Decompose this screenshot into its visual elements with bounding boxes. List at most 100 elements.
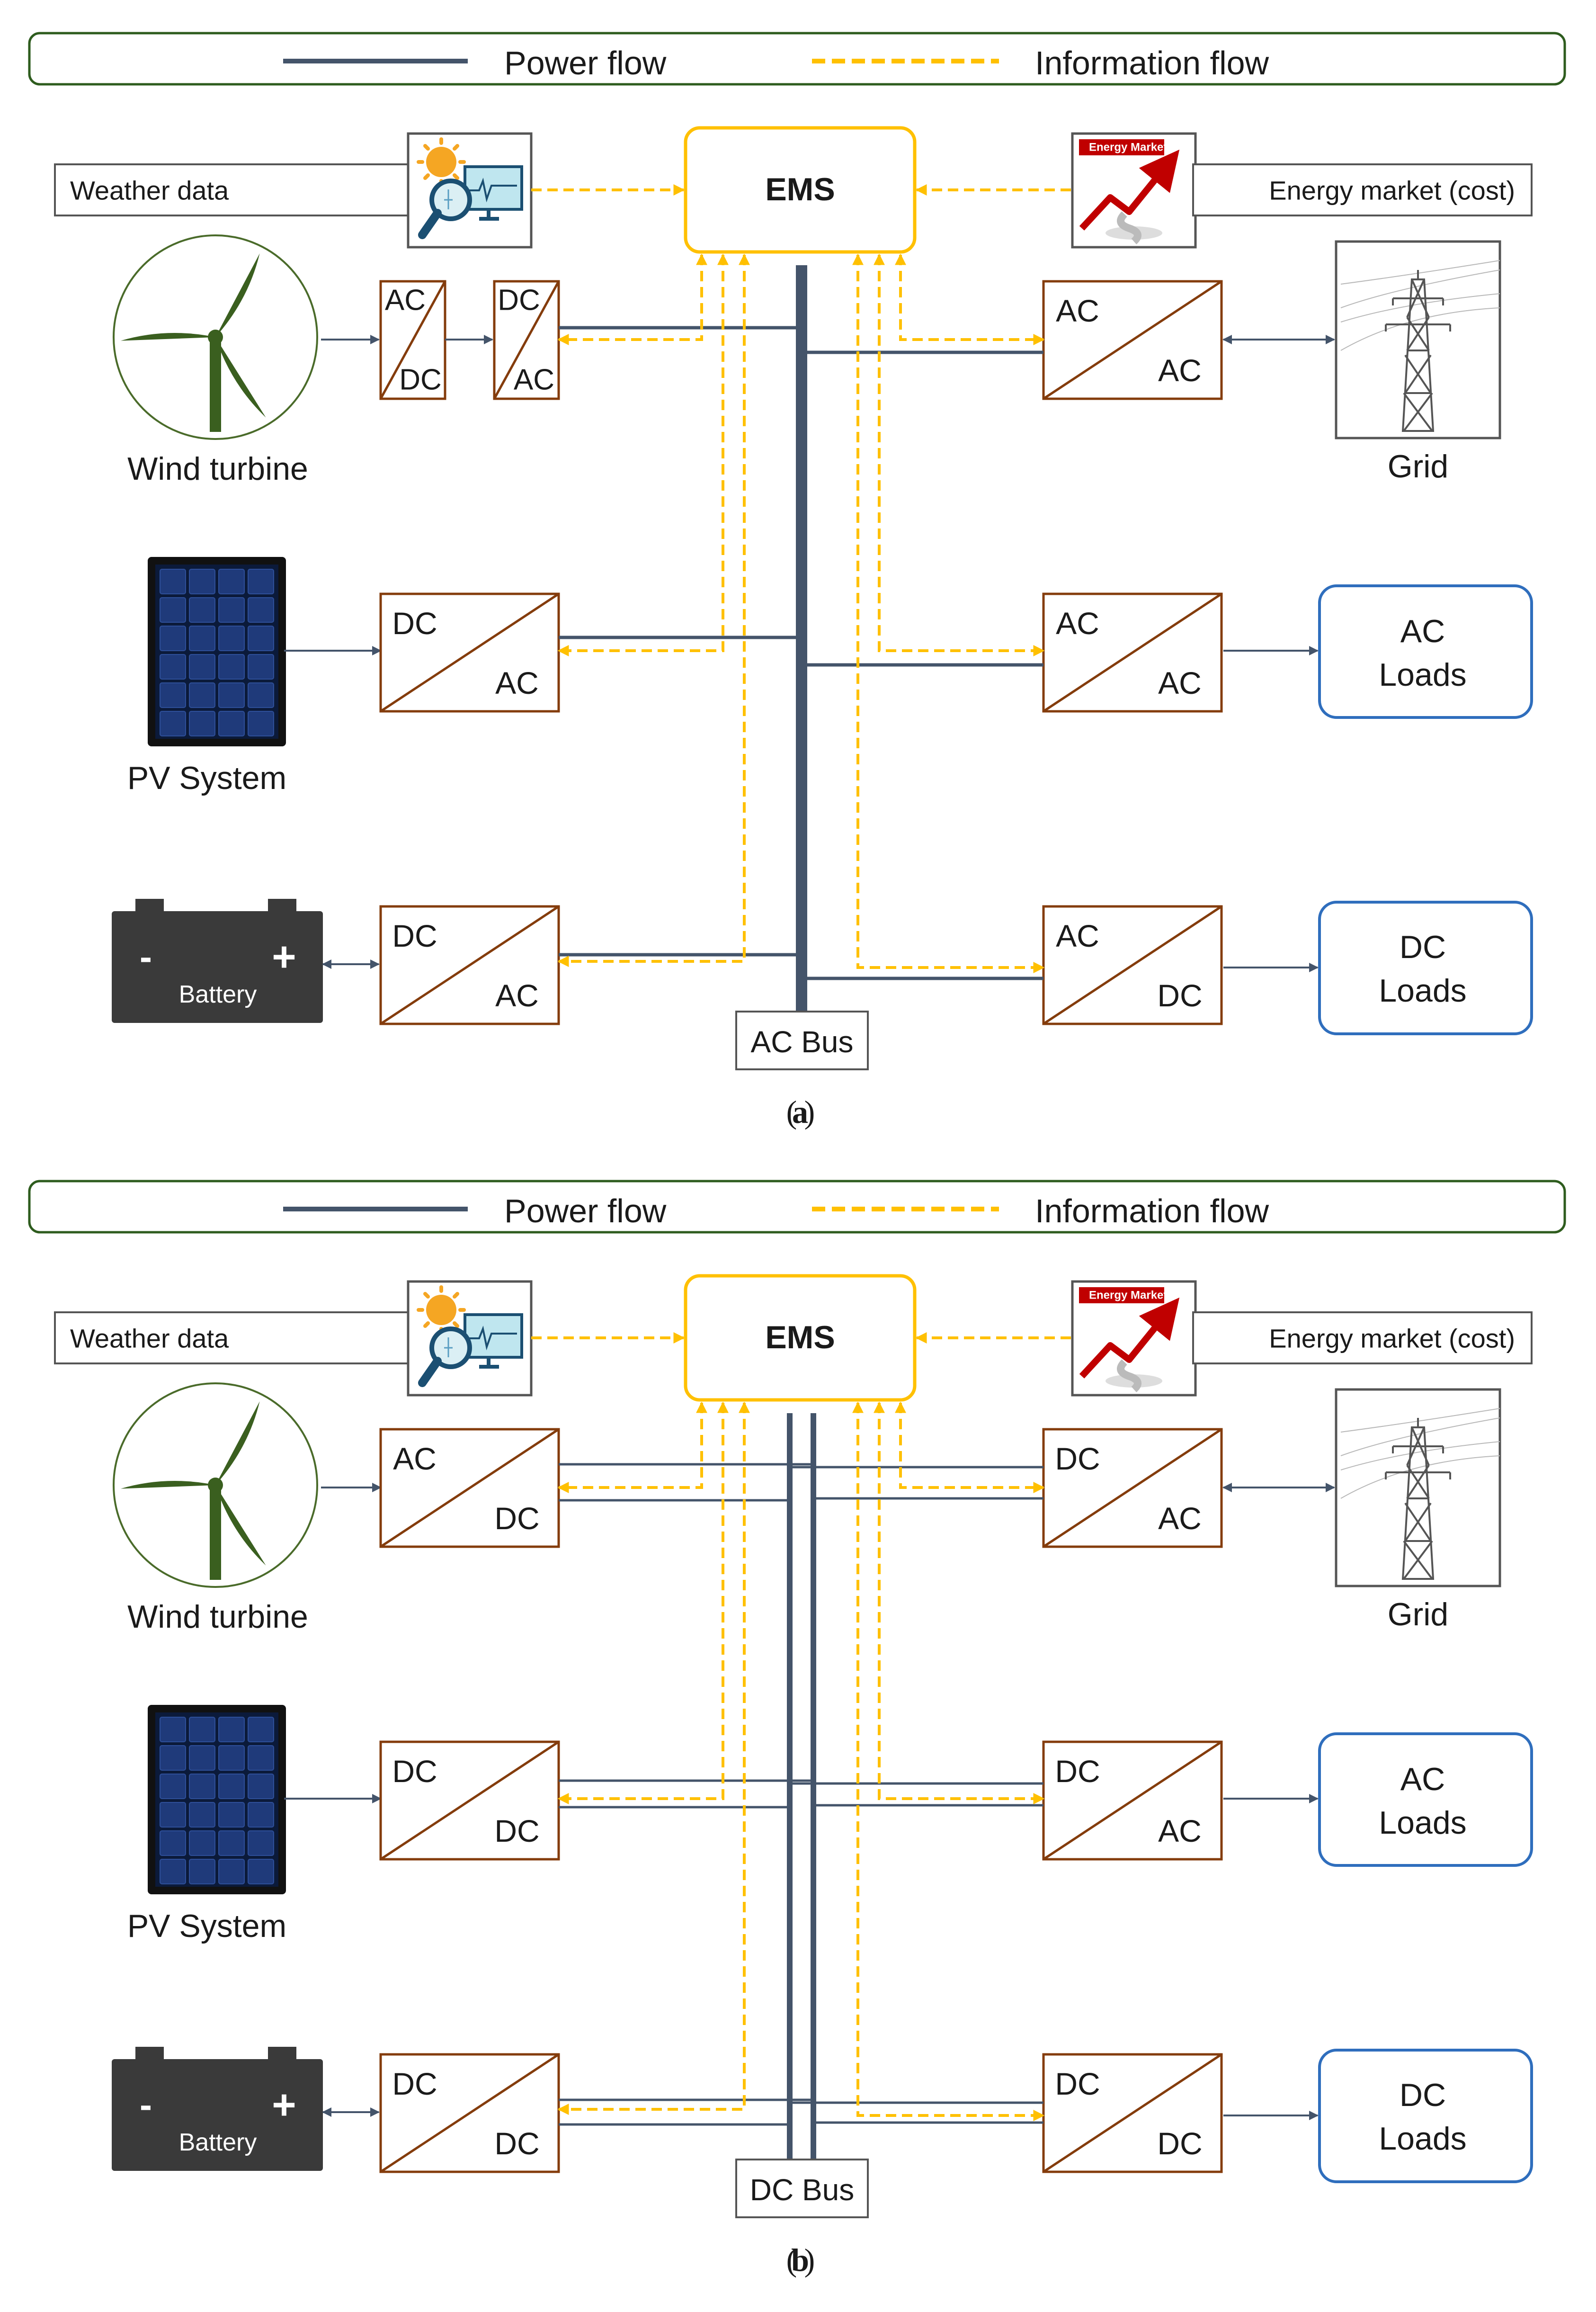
pv-cell (189, 1802, 215, 1828)
info-ems-to-battery-converter (557, 253, 750, 967)
panel-caption: (a) (786, 1094, 815, 1130)
ems-box (684, 126, 917, 254)
pv-cell (160, 1717, 186, 1742)
pv-cell (189, 1830, 215, 1856)
info-ems-to-wind-converter (557, 1401, 707, 1493)
ems-label: EMS (765, 1319, 835, 1355)
converter-pv-output-label: AC (495, 665, 539, 700)
battery-plus-sign: + (272, 933, 296, 980)
pv-cell (218, 1802, 245, 1828)
pv-system-label: PV System (127, 1908, 286, 1944)
converter-battery-diagonal (380, 905, 560, 1025)
info-ems-to-pv-converter (557, 253, 729, 656)
info-ems-to-ac-loads-converter (874, 1401, 1045, 1804)
weather-monitor-icon (408, 1281, 531, 1395)
converter-pv-input-label: DC (392, 1754, 437, 1789)
converter-wind-2-diagonal (493, 280, 560, 400)
pv-cell (248, 597, 274, 623)
caption-paren-close: ) (804, 1094, 815, 1130)
caption-paren-open: ( (786, 1094, 797, 1130)
pv-cell (160, 1802, 186, 1828)
pv-cell (189, 626, 215, 651)
pv-cell (248, 711, 274, 736)
legend-power-label: Power flow (504, 45, 667, 81)
energy-market-box (1192, 163, 1533, 216)
pv-cell (218, 711, 245, 736)
ac-bus-bar (796, 265, 807, 1013)
ac-loads-label-line1: AC (1400, 613, 1445, 649)
legend-box (28, 32, 1566, 86)
grid-label: Grid (1388, 1596, 1448, 1632)
bus-label: AC Bus (751, 1025, 854, 1059)
energy-market-label: Energy market (cost) (1269, 176, 1515, 206)
pv-cell (218, 654, 245, 680)
ems-label: EMS (765, 171, 835, 207)
converter-wind-1-output-label: DC (399, 364, 442, 396)
battery-plus-sign: + (272, 2081, 296, 2128)
pv-cell (160, 1774, 186, 1799)
bus-label-box (735, 2159, 869, 2218)
pv-cell (189, 1859, 215, 1884)
converter-dc-loads-diagonal (1043, 2053, 1222, 2173)
pv-cell (160, 711, 186, 736)
pv-cell (189, 1774, 215, 1799)
pv-cell (160, 1859, 186, 1884)
wind-turbine-label: Wind turbine (127, 451, 308, 487)
pv-cell (189, 1745, 215, 1771)
battery-minus-sign: - (140, 2084, 152, 2125)
weather-data-label: Weather data (70, 176, 229, 206)
pv-cell (248, 1717, 274, 1742)
dc-loads-label-line2: Loads (1379, 2121, 1466, 2157)
energy-market-icon-text: Energy Market (1089, 141, 1167, 154)
pv-cell (248, 1802, 274, 1828)
pv-cell (218, 626, 245, 651)
caption-letter: a (792, 1094, 808, 1130)
transmission-tower-icon (1336, 1389, 1500, 1586)
info-ems-to-dc-loads-converter (852, 1401, 1045, 2121)
ac-loads: AC Loads (1318, 584, 1533, 719)
converter-wind-1-diagonal (379, 280, 446, 400)
dc-loads-label-line2: Loads (1379, 973, 1466, 1009)
pv-cell (218, 1774, 245, 1799)
pv-cell (218, 1717, 245, 1742)
dc-bus-bar-negative (787, 1413, 793, 2160)
ac-loads-label-line2: Loads (1379, 657, 1466, 693)
ac-loads-box (1318, 1732, 1533, 1867)
converter-ac-loads-output-label: AC (1158, 1813, 1202, 1848)
converter-wind-diagonal (380, 1428, 560, 1548)
legend-power-label: Power flow (504, 1192, 667, 1229)
transmission-tower-icon (1336, 242, 1500, 438)
info-ems-to-battery-converter (557, 1401, 750, 2115)
pv-cell (189, 711, 215, 736)
converter-grid-diagonal (1043, 280, 1222, 400)
info-ems-to-grid-converter (895, 253, 1045, 345)
caption-letter: b (791, 2242, 809, 2278)
battery-minus-sign: - (140, 936, 152, 977)
pv-cell (248, 1774, 274, 1799)
converter-wind-2-input-label: DC (498, 284, 540, 317)
ac-loads-box (1318, 584, 1533, 719)
pv-cell (218, 1859, 245, 1884)
pv-cell (160, 682, 186, 708)
converter-dc-loads-diagonal (1043, 905, 1222, 1025)
pv-cell (189, 654, 215, 680)
converter-battery-input-label: DC (392, 2066, 437, 2101)
pv-cell (248, 682, 274, 708)
pv-cell (248, 569, 274, 594)
pv-cell (160, 654, 186, 680)
ems-box (684, 1274, 917, 1402)
